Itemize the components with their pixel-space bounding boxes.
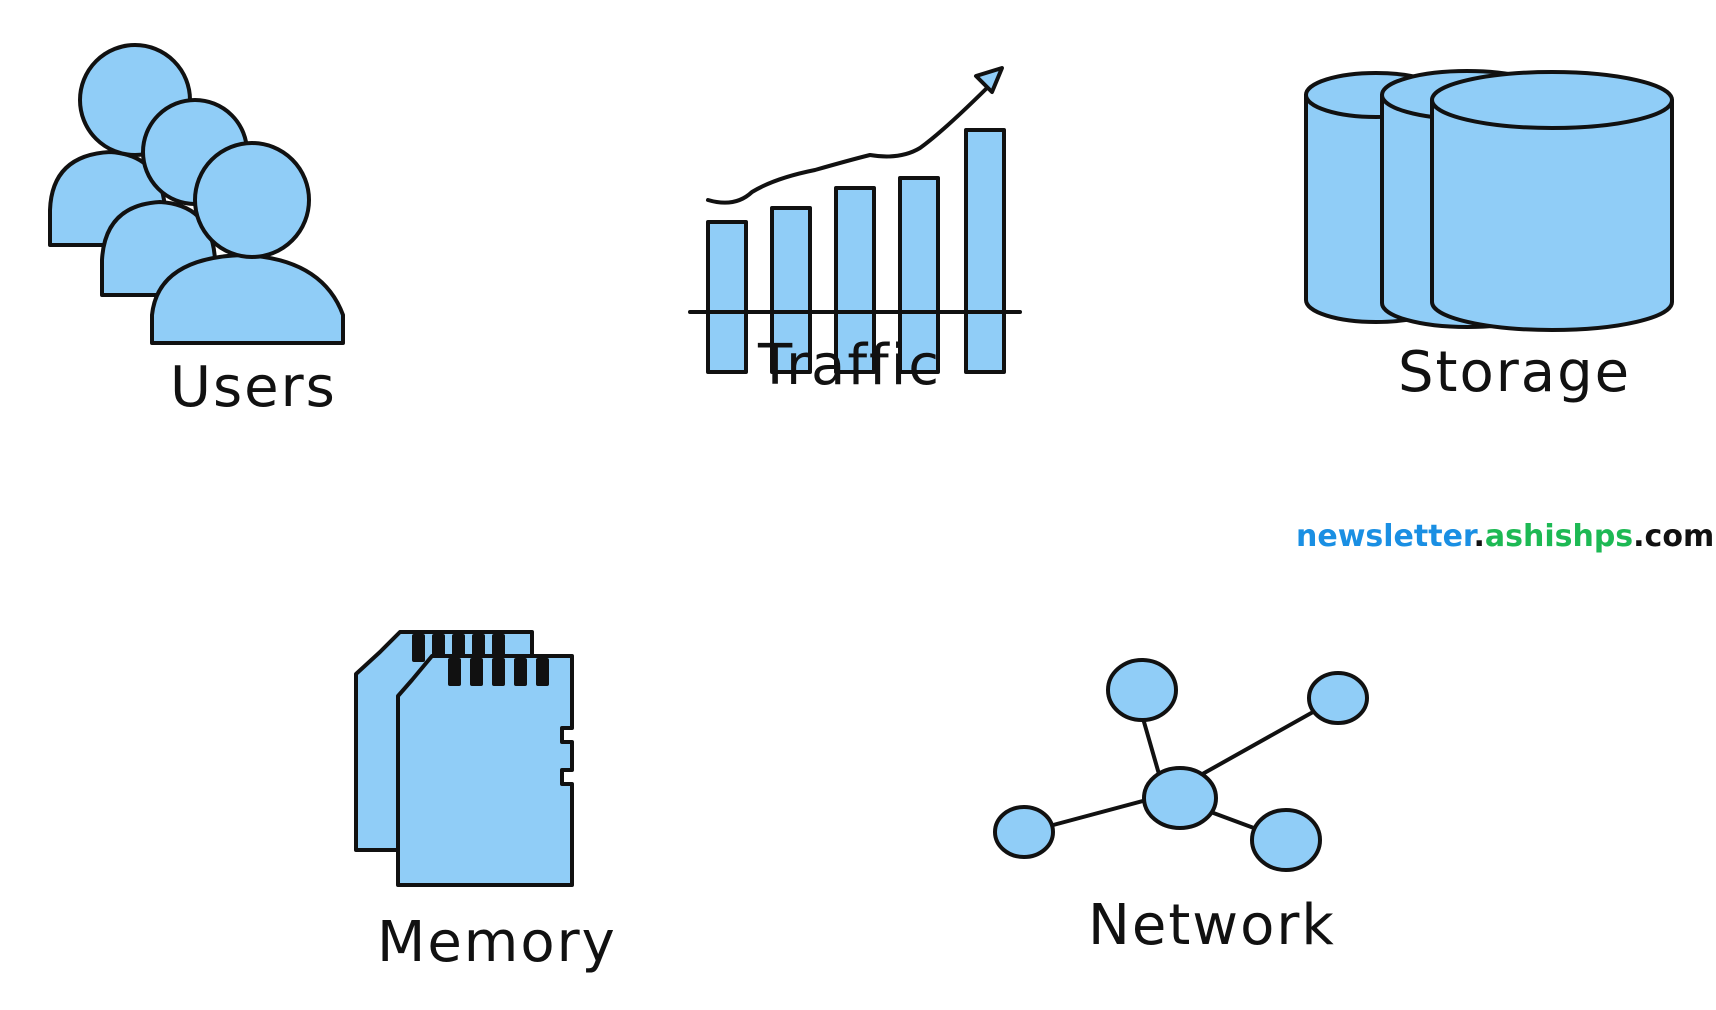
storage-label: Storage — [1398, 340, 1632, 405]
network-graph-icon — [980, 650, 1400, 880]
memory-label: Memory — [377, 910, 617, 975]
traffic-label: Traffic — [758, 333, 942, 398]
traffic-chart-icon — [680, 60, 1022, 374]
network-label: Network — [1088, 893, 1336, 958]
users-icon — [40, 30, 360, 350]
storage-database-icon — [1300, 60, 1690, 350]
watermark-part-dot1: . — [1473, 519, 1485, 554]
users-label: Users — [170, 355, 337, 420]
watermark-text: newsletter.ashishps.com — [1296, 522, 1714, 552]
memory-card-icon — [350, 630, 590, 890]
watermark-part-com: .com — [1633, 519, 1715, 554]
watermark-part-ashishps: ashishps — [1484, 519, 1634, 554]
watermark-part-newsletter: newsletter — [1296, 519, 1474, 554]
